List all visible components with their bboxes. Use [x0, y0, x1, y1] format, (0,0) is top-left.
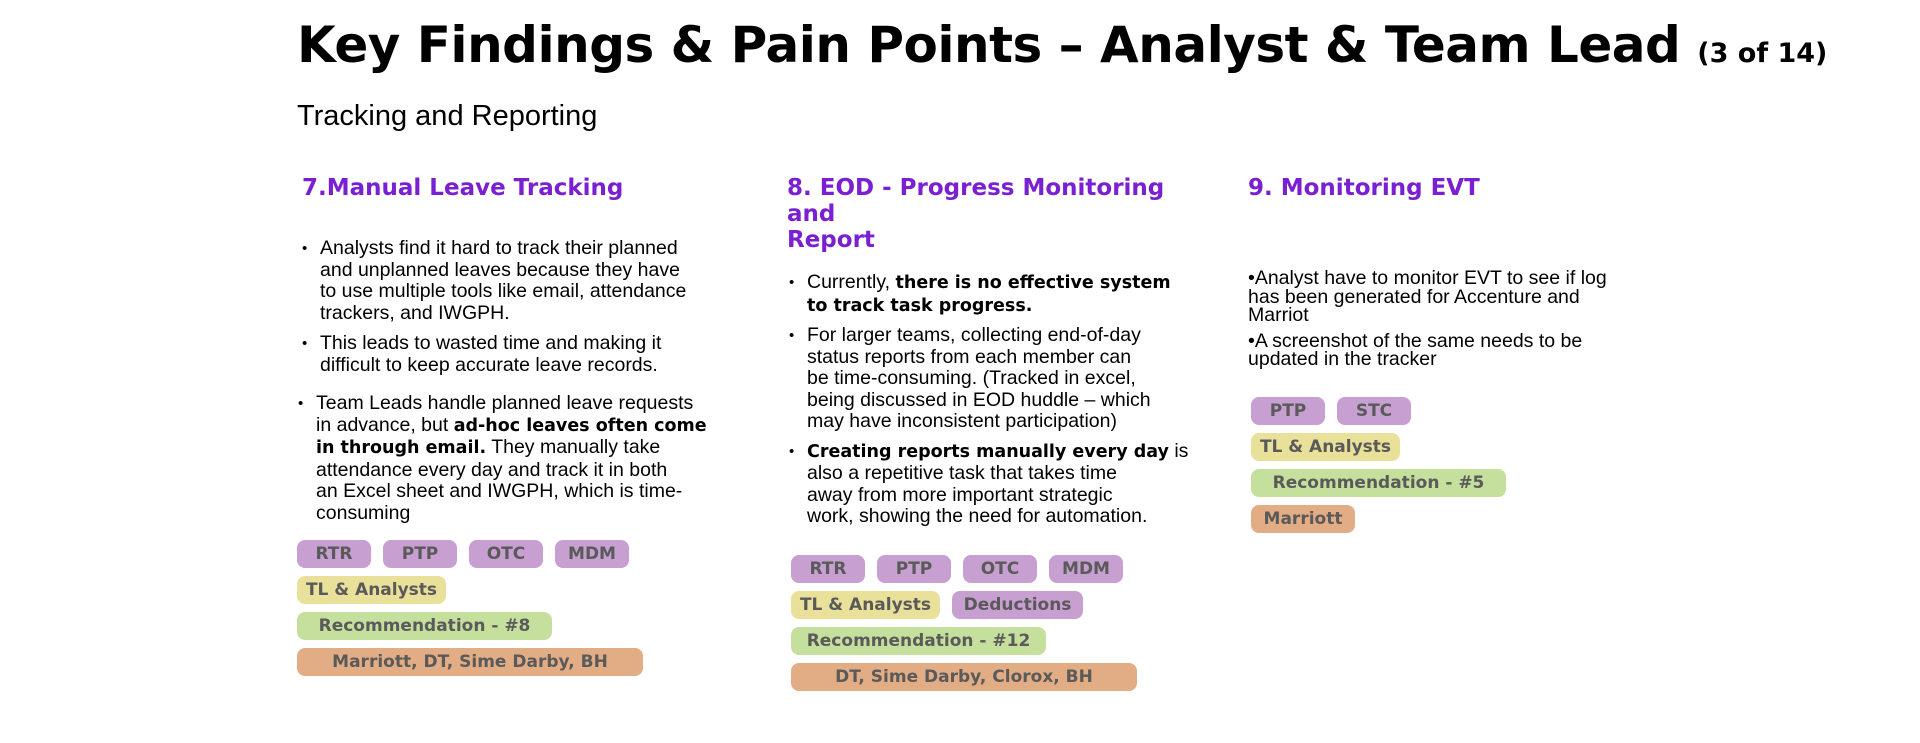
section-subtitle: Tracking and Reporting [297, 100, 598, 132]
finding-7-tags: RTR PTP OTC MDM TL & Analysts Recommenda… [297, 540, 643, 684]
tag-system: OTC [963, 555, 1037, 583]
tag-clients: DT, Sime Darby, Clorox, BH [791, 663, 1137, 691]
finding-8-tags: RTR PTP OTC MDM TL & Analysts Deductions… [791, 555, 1137, 699]
tag-system: PTP [877, 555, 951, 583]
tag-system: PTP [1251, 397, 1325, 425]
bullet-item: Team Leads handle planned leave requests… [296, 392, 707, 524]
tag-clients: Marriott [1251, 505, 1355, 533]
point-item: •Analyst have to monitor EVT to see if l… [1248, 267, 1607, 326]
bullet-item: Currently, there is no effective system … [787, 271, 1188, 317]
tag-system: STC [1337, 397, 1411, 425]
finding-heading-9: 9. Monitoring EVT [1248, 175, 1480, 201]
tag-recommendation: Recommendation - #5 [1251, 469, 1506, 497]
page-title: Key Findings & Pain Points – Analyst & T… [297, 14, 1827, 85]
title-text: Key Findings & Pain Points – Analyst & T… [297, 16, 1681, 74]
page-indicator: (3 of 14) [1697, 38, 1828, 69]
finding-9-tags: PTP STC TL & Analysts Recommendation - #… [1251, 397, 1506, 541]
bullet-item: Analysts find it hard to track their pla… [300, 237, 686, 324]
tag-role: TL & Analysts [1251, 433, 1400, 461]
finding-9-points: •Analyst have to monitor EVT to see if l… [1248, 269, 1607, 369]
point-item: •A screenshot of the same needs to be up… [1248, 329, 1583, 370]
tag-system: MDM [1049, 555, 1123, 583]
finding-7-bullets: Analysts find it hard to track their pla… [300, 237, 686, 376]
tag-system: PTP [383, 540, 457, 568]
bullet-item: Creating reports manually every day is a… [787, 440, 1188, 528]
tag-recommendation: Recommendation - #12 [791, 627, 1046, 655]
finding-column-8: 8. EOD - Progress Monitoring and Report … [787, 175, 1217, 527]
finding-column-9: 9. Monitoring EVT •Analyst have to monit… [1248, 175, 1648, 368]
tag-system: OTC [469, 540, 543, 568]
finding-7-bullets-tl: Team Leads handle planned leave requests… [296, 392, 707, 524]
tag-role: TL & Analysts [791, 591, 940, 619]
tag-recommendation: Recommendation - #8 [297, 612, 552, 640]
tag-role: TL & Analysts [297, 576, 446, 604]
finding-8-bullets: Currently, there is no effective system … [787, 271, 1188, 528]
finding-column-7: 7.Manual Leave Tracking Analysts find it… [298, 175, 740, 523]
tag-role: Deductions [952, 591, 1083, 619]
bullet-item: This leads to wasted time and making it … [300, 332, 686, 376]
bullet-item: For larger teams, collecting end-of-day … [787, 324, 1188, 433]
tag-system: MDM [555, 540, 629, 568]
tag-system: RTR [297, 540, 371, 568]
tag-clients: Marriott, DT, Sime Darby, BH [297, 648, 643, 676]
tag-system: RTR [791, 555, 865, 583]
finding-heading-7: 7.Manual Leave Tracking [302, 175, 624, 201]
finding-heading-8: 8. EOD - Progress Monitoring and Report [787, 175, 1165, 253]
